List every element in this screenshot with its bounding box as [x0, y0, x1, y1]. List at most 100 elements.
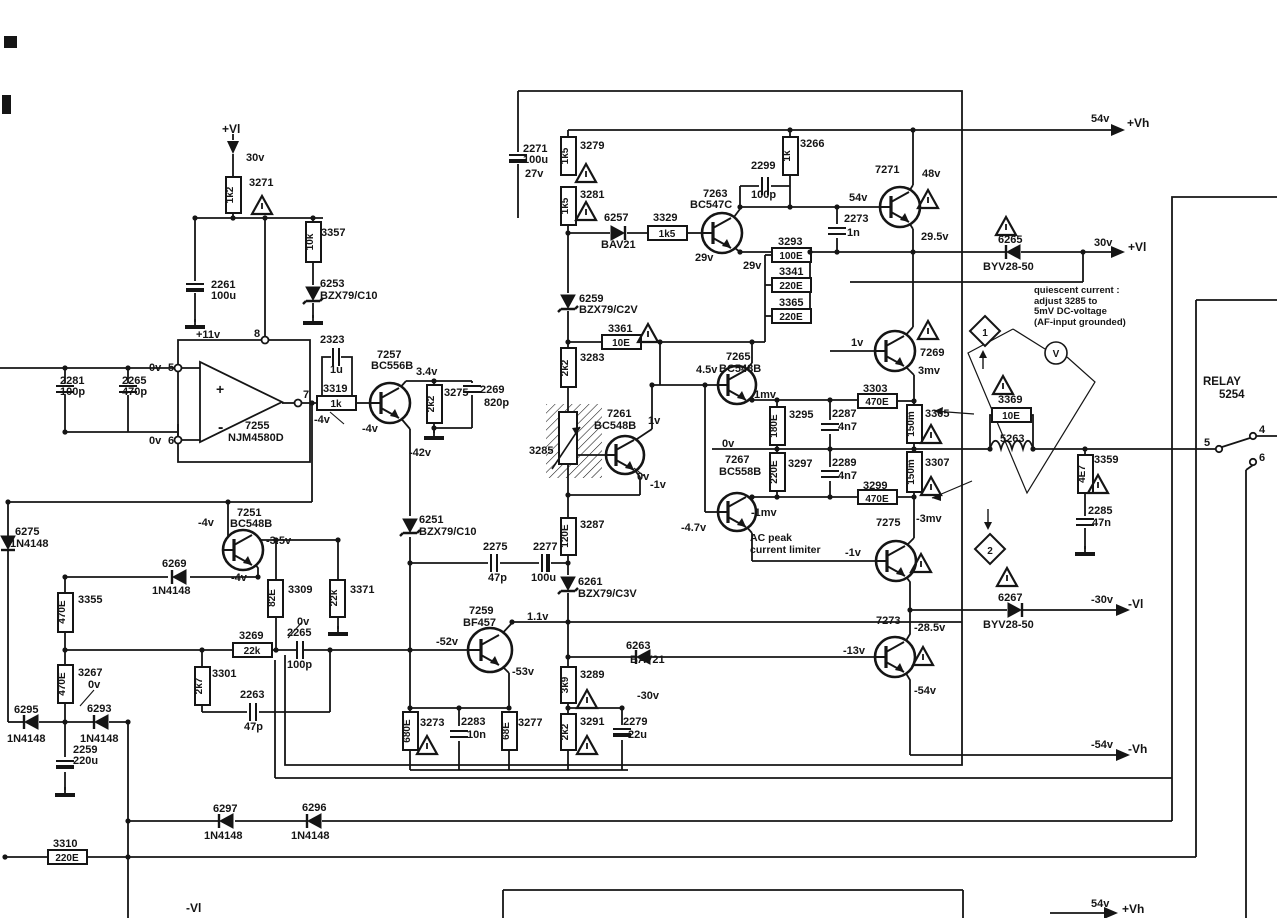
pointer-arrowhead — [979, 350, 987, 358]
resistor-body — [771, 308, 812, 324]
label-4E7: 4E7 — [1077, 465, 1088, 483]
label-BAV21: BAV21 — [630, 654, 665, 666]
label-54v: 54v — [1091, 113, 1110, 125]
junction-dot — [565, 492, 571, 498]
wire — [1171, 196, 1277, 821]
label-1N4148: 1N4148 — [7, 733, 46, 745]
resistor-body — [501, 711, 518, 751]
label-100u: 100u — [531, 572, 556, 584]
opamp-pin — [293, 398, 303, 408]
label-3266: 3266 — [800, 138, 824, 150]
label-0v: 0v — [149, 435, 162, 447]
label-29v: 29v — [743, 260, 762, 272]
label-2271: 2271 — [523, 143, 547, 155]
transistor-collector — [727, 369, 747, 381]
pointer-arrowhead — [984, 522, 992, 530]
junction-dot — [335, 537, 341, 543]
label-2281: 2281 — [60, 375, 84, 387]
relay-contact — [1214, 444, 1224, 454]
junction-dot — [565, 339, 571, 345]
diode-symbol — [610, 225, 626, 241]
label-BAV21: BAV21 — [601, 239, 636, 251]
warning-triangle-icon — [575, 733, 599, 756]
transistor-collector — [727, 496, 747, 508]
label-120E: 120E — [560, 524, 571, 548]
ground-symbol — [303, 321, 323, 325]
measure-point-diamond — [973, 532, 1007, 566]
label-7267: 7267 — [725, 454, 749, 466]
label-1v: 1v — [851, 337, 864, 349]
junction-dot — [309, 400, 315, 406]
rail-arrow — [1111, 124, 1125, 136]
diode-symbol — [1005, 244, 1021, 260]
label-7263: 7263 — [703, 188, 727, 200]
junction-dot — [827, 446, 833, 452]
diode-cathode-bar — [557, 587, 579, 595]
label-1u: 1u — [330, 364, 343, 376]
label-100u: 100u — [211, 290, 236, 302]
junction-dot — [787, 127, 793, 133]
label-3285: 3285 — [529, 445, 553, 457]
limiter-line: AC peak — [750, 532, 793, 544]
callout-line — [633, 467, 645, 477]
ground-symbol — [424, 436, 444, 440]
label-3.4v: 3.4v — [416, 366, 438, 378]
label-2269: 2269 — [480, 384, 504, 396]
label--53v: -53v — [512, 666, 535, 678]
wire — [199, 360, 285, 444]
transistor-collector — [233, 534, 253, 546]
junction-dot — [657, 339, 663, 345]
label-27v: 27v — [525, 168, 544, 180]
junction-dot — [407, 560, 413, 566]
junction-dot — [225, 499, 231, 505]
junction-dot — [737, 249, 743, 255]
resistor-body — [782, 136, 799, 176]
label-3267: 3267 — [78, 667, 102, 679]
label-470E: 470E — [865, 397, 889, 408]
warning-triangle-icon — [1086, 472, 1110, 495]
junction-dot — [273, 537, 279, 543]
label-2k7: 2k7 — [194, 677, 205, 694]
label-100u: 100u — [523, 154, 548, 166]
label-2: 2 — [987, 546, 993, 557]
label--1v: -1v — [845, 547, 862, 559]
label-BZX79C10: BZX79/C10 — [320, 290, 377, 302]
transistor-collector — [380, 387, 400, 399]
label-2263: 2263 — [240, 689, 264, 701]
label-220u: 220u — [73, 755, 98, 767]
label-3299: 3299 — [863, 480, 887, 492]
label-6253: 6253 — [320, 278, 344, 290]
label-BYV28-50: BYV28-50 — [983, 619, 1034, 631]
label--3.5v: -3.5v — [266, 535, 292, 547]
callout-line — [329, 411, 345, 425]
junction-dot — [749, 339, 755, 345]
label-2k2: 2k2 — [560, 359, 571, 376]
label--28.5v: -28.5v — [914, 622, 946, 634]
label-7271: 7271 — [875, 164, 899, 176]
label-3341: 3341 — [779, 266, 803, 278]
label-2265: 2265 — [287, 627, 311, 639]
label-7265: 7265 — [726, 351, 750, 363]
label-180E: 180E — [769, 414, 780, 438]
junction-dot — [565, 619, 571, 625]
label-5: 5 — [1204, 437, 1210, 449]
label--13v: -13v — [843, 645, 866, 657]
label-3305: 3305 — [925, 408, 949, 420]
trimmer-3285-body — [558, 411, 578, 465]
label-+11v: +11v — [196, 329, 221, 341]
label-22u: 22u — [628, 729, 647, 741]
diode-symbol — [306, 813, 322, 829]
diode-cathode-bar — [399, 529, 421, 537]
label-5263: 5263 — [1000, 433, 1024, 445]
junction-dot — [1080, 249, 1086, 255]
label-3289: 3289 — [580, 669, 604, 681]
label-8: 8 — [254, 328, 260, 340]
label-+Vl: +Vl — [222, 122, 240, 136]
label-680E: 680E — [402, 719, 413, 743]
limiter-line: current limiter — [750, 544, 821, 556]
resistor-body — [906, 451, 923, 493]
label-4.5v: 4.5v — [696, 364, 718, 376]
warning-triangle-icon — [574, 161, 598, 184]
junction-dot — [62, 719, 68, 725]
